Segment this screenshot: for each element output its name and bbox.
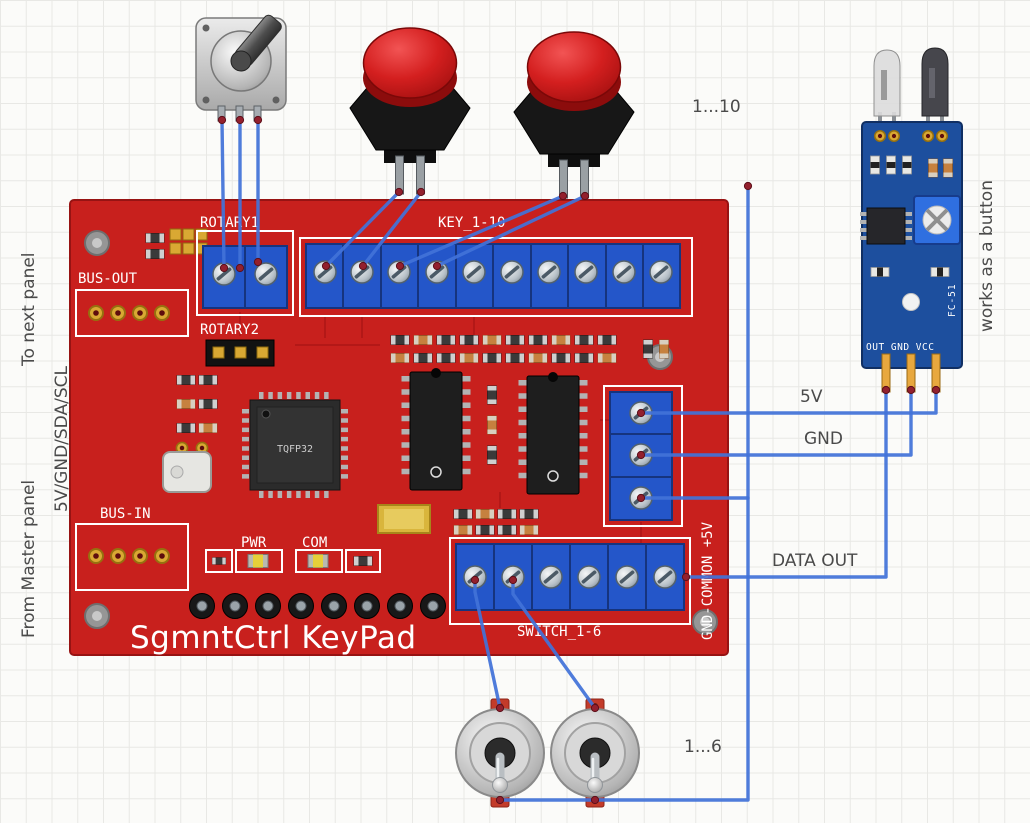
wire-key3[interactable] — [398, 194, 565, 268]
tantalum-capacitor — [377, 504, 431, 534]
com-led-box — [295, 549, 343, 573]
wire-gnd[interactable] — [639, 388, 913, 457]
wire-key4[interactable] — [435, 194, 587, 268]
rotary1-outline — [196, 230, 294, 316]
ir-emitter-led — [873, 49, 901, 130]
push-button-2[interactable] — [513, 31, 635, 199]
wire-key1[interactable] — [324, 190, 401, 268]
push-button-1[interactable] — [349, 27, 471, 195]
aux-box — [345, 549, 381, 573]
ir-sensor-module[interactable]: FC-51 OUT GND VCC — [860, 47, 963, 393]
keypad-pcb[interactable]: BUS-OUT ROTARY1 ROTARY2 KEY_1-10 — [69, 199, 729, 656]
key-terminal-block[interactable] — [305, 243, 681, 309]
mcu-label: TQFP32 — [277, 444, 313, 455]
wire-common-rail[interactable] — [498, 184, 750, 802]
wire-5v-label[interactable]: 5V — [800, 387, 823, 407]
rotary1-label: ROTARY1 — [200, 215, 259, 231]
mount-hole — [84, 603, 110, 629]
wire-data-out[interactable] — [684, 388, 888, 579]
encoder-shaft[interactable] — [227, 13, 283, 75]
ir-receiver-led — [921, 47, 949, 130]
toggle-switch-1[interactable] — [456, 699, 544, 807]
board-title: SgmntCtrl KeyPad — [130, 620, 417, 656]
wire-data-out-label[interactable]: DATA OUT — [772, 551, 858, 571]
module-model-label: FC-51 — [947, 283, 958, 317]
switch-terminal-block[interactable] — [455, 543, 685, 611]
switch-block-label: SWITCH_1-6 — [517, 624, 601, 640]
wire-5v[interactable] — [639, 388, 938, 415]
module-pin-labels: OUT GND VCC — [866, 342, 934, 353]
toggle-switch-2[interactable] — [551, 699, 639, 807]
mount-hole — [84, 230, 110, 256]
key-range-note[interactable]: 1...10 — [692, 97, 741, 117]
pwr-label: PWR — [241, 535, 267, 551]
rotary1-terminal-block[interactable] — [202, 245, 288, 309]
wire-gnd-label[interactable]: GND — [804, 429, 843, 449]
dip-ic-2[interactable] — [518, 372, 588, 495]
wire-encoder-a[interactable] — [220, 118, 226, 270]
com-led — [307, 554, 329, 568]
rotary2-header[interactable] — [205, 339, 275, 367]
gnd-common-label: GND-COMMON +5V — [700, 521, 716, 640]
bus-in-outline — [75, 523, 189, 591]
bus-signals-note[interactable]: 5V/GND/SDA/SCL — [52, 366, 72, 512]
works-as-button-note[interactable]: works as a button — [977, 180, 997, 332]
oscillator[interactable] — [162, 451, 212, 493]
bus-out-outline — [75, 289, 189, 337]
switch-block-outline — [449, 537, 691, 625]
pwr-led-box — [235, 549, 283, 573]
from-master-panel-note[interactable]: From Master panel — [19, 480, 39, 638]
to-next-panel-note[interactable]: To next panel — [19, 252, 39, 367]
switch-range-note[interactable]: 1...6 — [684, 737, 722, 757]
rotary-encoder[interactable] — [195, 13, 287, 122]
led-box-small — [205, 549, 233, 573]
dip-ic-1[interactable] — [401, 368, 471, 491]
smd-part — [353, 556, 373, 566]
bus-in-label: BUS-IN — [100, 506, 151, 522]
bus-out-label: BUS-OUT — [78, 271, 138, 287]
com-label: COM — [302, 535, 327, 551]
wire-endpoints[interactable] — [217, 115, 941, 805]
comparator-ic — [860, 207, 912, 245]
pwr-led — [247, 554, 269, 568]
tqfp32-mcu[interactable]: TQFP32 — [242, 392, 348, 498]
smd-part — [211, 557, 227, 565]
wire-switch2[interactable] — [511, 578, 597, 710]
wire-key2[interactable] — [361, 190, 423, 268]
module-hole — [902, 293, 920, 311]
rotary2-label: ROTARY2 — [200, 322, 259, 338]
key-block-label: KEY_1-10 — [438, 215, 505, 231]
trimmer-potentiometer[interactable] — [913, 195, 961, 245]
smd-column-mid — [487, 385, 497, 465]
